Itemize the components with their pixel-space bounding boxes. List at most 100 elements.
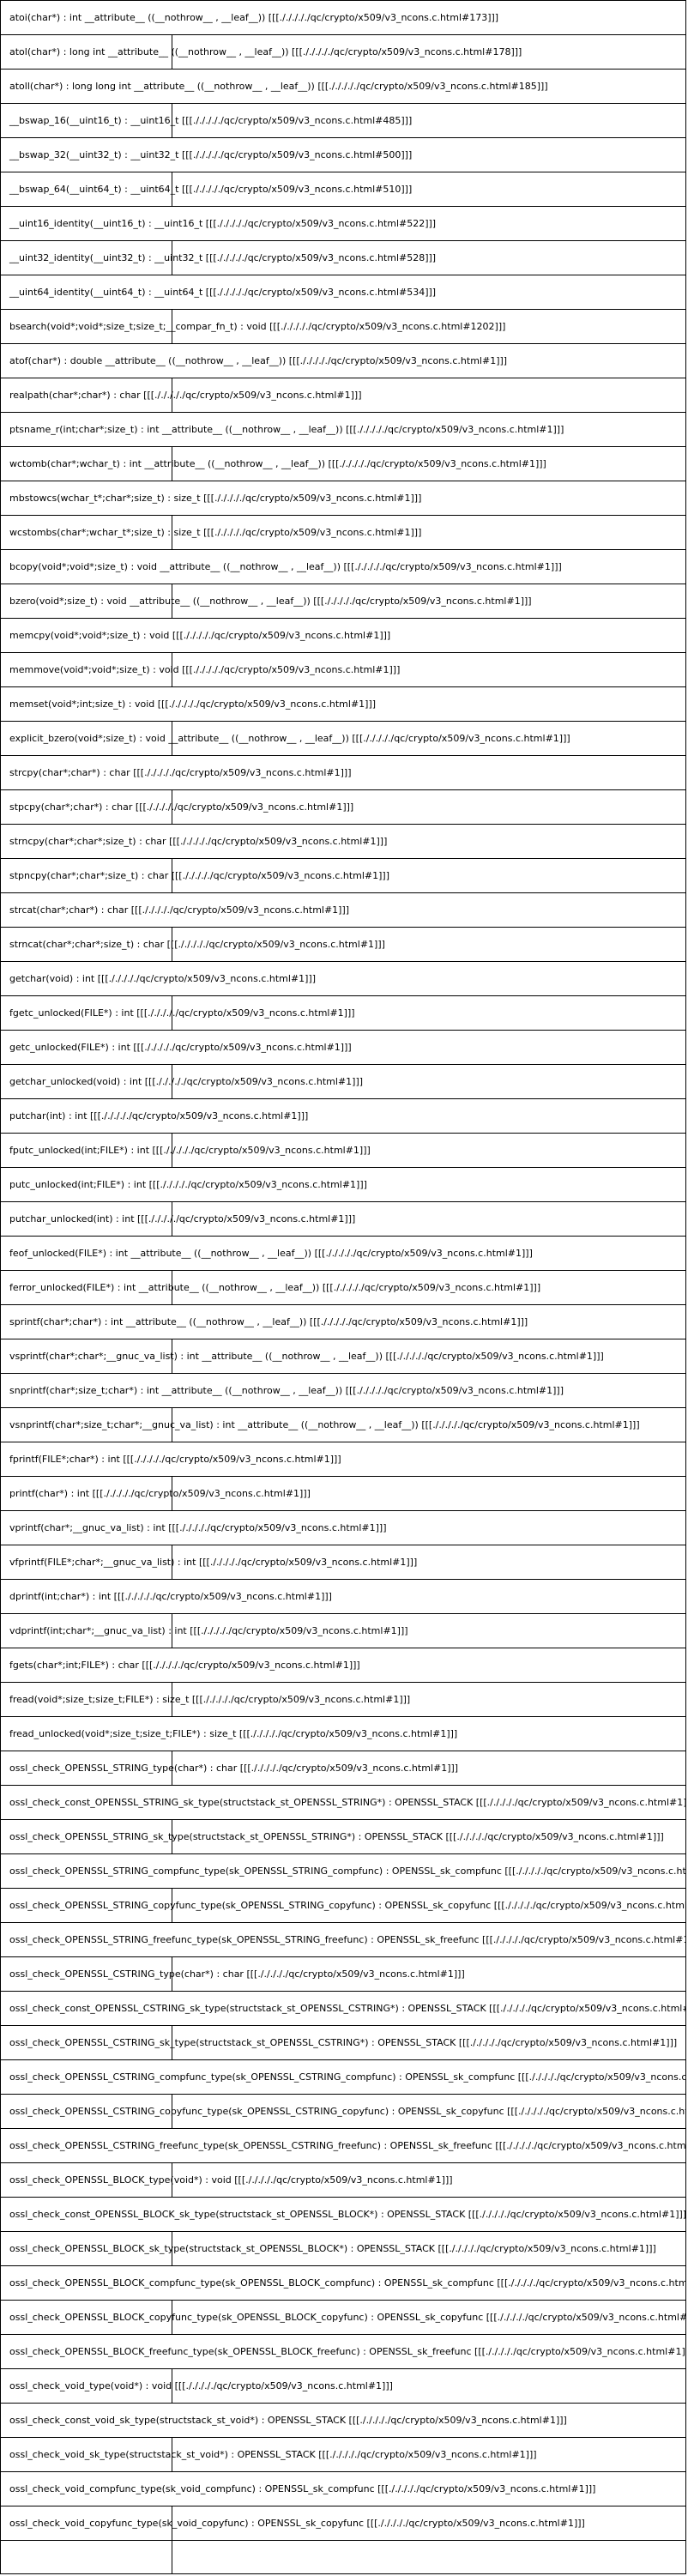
list-item[interactable]: ossl_check_OPENSSL_STRING_copyfunc_type(… — [1, 1889, 685, 1923]
list-item[interactable]: ossl_check_void_sk_type(structstack_st_v… — [1, 2438, 685, 2472]
list-item[interactable]: __uint16_identity(__uint16_t) : __uint16… — [1, 207, 685, 241]
list-item[interactable]: feof_unlocked(FILE*) : int __attribute__… — [1, 1237, 685, 1271]
function-signature: ossl_check_OPENSSL_BLOCK_sk_type(structs… — [9, 2242, 656, 2254]
list-item[interactable]: snprintf(char*;size_t;char*) : int __att… — [1, 1374, 685, 1408]
list-item[interactable]: ossl_check_OPENSSL_BLOCK_type(void*) : v… — [1, 2163, 685, 2198]
function-signature: ossl_check_OPENSSL_CSTRING_compfunc_type… — [9, 2071, 685, 2083]
function-signature: ossl_check_OPENSSL_CSTRING_copyfunc_type… — [9, 2105, 685, 2117]
list-item[interactable]: ossl_check_OPENSSL_BLOCK_compfunc_type(s… — [1, 2266, 685, 2301]
list-item[interactable]: bsearch(void*;void*;size_t;size_t;__comp… — [1, 310, 685, 344]
function-signature: vdprintf(int;char*;__gnuc_va_list) : int… — [9, 1624, 408, 1636]
list-item[interactable]: strncat(char*;char*;size_t) : char [[[./… — [1, 928, 685, 962]
function-signature: putchar_unlocked(int) : int [[[././././.… — [9, 1212, 356, 1225]
list-item[interactable]: ossl_check_OPENSSL_STRING_compfunc_type(… — [1, 1854, 685, 1889]
list-item[interactable]: realpath(char*;char*) : char [[[././././… — [1, 378, 685, 413]
function-signature: ossl_check_void_sk_type(structstack_st_v… — [9, 2448, 537, 2460]
list-item[interactable]: __bswap_16(__uint16_t) : __uint16_t [[[.… — [1, 104, 685, 138]
list-item[interactable]: ossl_check_void_copyfunc_type(sk_void_co… — [1, 2506, 685, 2541]
list-item[interactable]: dprintf(int;char*) : int [[[./././././qc… — [1, 1580, 685, 1614]
list-item[interactable]: ossl_check_OPENSSL_STRING_sk_type(struct… — [1, 1820, 685, 1854]
function-signature: ptsname_r(int;char*;size_t) : int __attr… — [9, 423, 564, 435]
list-item[interactable]: fputc_unlocked(int;FILE*) : int [[[././.… — [1, 1134, 685, 1168]
list-item[interactable]: memcpy(void*;void*;size_t) : void [[[./.… — [1, 619, 685, 653]
function-signature: strncat(char*;char*;size_t) : char [[[./… — [9, 938, 385, 950]
list-item[interactable]: getchar(void) : int [[[./././././qc/cryp… — [1, 962, 685, 996]
list-item[interactable]: __bswap_64(__uint64_t) : __uint64_t [[[.… — [1, 172, 685, 207]
function-signature: ossl_check_OPENSSL_STRING_copyfunc_type(… — [9, 1899, 685, 1911]
list-item[interactable]: memset(void*;int;size_t) : void [[[././.… — [1, 687, 685, 722]
list-item[interactable]: ossl_check_const_void_sk_type(structstac… — [1, 2404, 685, 2438]
list-item[interactable]: stpcpy(char*;char*) : char [[[./././././… — [1, 790, 685, 825]
list-item[interactable]: fprintf(FILE*;char*) : int [[[./././././… — [1, 1442, 685, 1477]
function-signature: stpcpy(char*;char*) : char [[[./././././… — [9, 801, 354, 813]
list-item[interactable]: fgetc_unlocked(FILE*) : int [[[././././.… — [1, 996, 685, 1031]
function-signature: ossl_check_OPENSSL_BLOCK_copyfunc_type(s… — [9, 2311, 685, 2323]
list-item[interactable]: __bswap_32(__uint32_t) : __uint32_t [[[.… — [1, 138, 685, 172]
list-item[interactable]: strcpy(char*;char*) : char [[[./././././… — [1, 756, 685, 790]
list-item[interactable]: __uint64_identity(__uint64_t) : __uint64… — [1, 275, 685, 310]
list-item[interactable]: vsprintf(char*;char*;__gnuc_va_list) : i… — [1, 1339, 685, 1374]
list-item[interactable]: ossl_check_OPENSSL_CSTRING_copyfunc_type… — [1, 2095, 685, 2129]
list-item[interactable]: sprintf(char*;char*) : int __attribute__… — [1, 1305, 685, 1339]
list-item[interactable]: atol(char*) : long int __attribute__ ((_… — [1, 35, 685, 70]
function-signature: __bswap_64(__uint64_t) : __uint64_t [[[.… — [9, 183, 413, 195]
function-signature: ossl_check_OPENSSL_BLOCK_freefunc_type(s… — [9, 2345, 685, 2357]
list-item[interactable]: atoi(char*) : int __attribute__ ((__noth… — [1, 1, 685, 35]
list-item[interactable]: printf(char*) : int [[[./././././qc/cryp… — [1, 1477, 685, 1511]
list-item[interactable]: memmove(void*;void*;size_t) : void [[[./… — [1, 653, 685, 687]
list-item[interactable]: stpncpy(char*;char*;size_t) : char [[[./… — [1, 859, 685, 893]
list-item[interactable]: ossl_check_const_OPENSSL_STRING_sk_type(… — [1, 1786, 685, 1820]
list-item[interactable]: ossl_check_OPENSSL_STRING_type(char*) : … — [1, 1751, 685, 1786]
list-item[interactable]: ossl_check_OPENSSL_CSTRING_compfunc_type… — [1, 2060, 685, 2095]
list-item[interactable]: putc_unlocked(int;FILE*) : int [[[./././… — [1, 1168, 685, 1202]
list-item[interactable]: atoll(char*) : long long int __attribute… — [1, 70, 685, 104]
list-item[interactable]: ossl_check_OPENSSL_CSTRING_type(char*) :… — [1, 1957, 685, 1992]
list-item[interactable]: vdprintf(int;char*;__gnuc_va_list) : int… — [1, 1614, 685, 1648]
list-item[interactable]: ossl_check_void_compfunc_type(sk_void_co… — [1, 2472, 685, 2506]
list-item[interactable]: ossl_check_OPENSSL_BLOCK_sk_type(structs… — [1, 2232, 685, 2266]
list-item[interactable]: putchar(int) : int [[[./././././qc/crypt… — [1, 1099, 685, 1134]
list-item[interactable]: ptsname_r(int;char*;size_t) : int __attr… — [1, 413, 685, 447]
list-item[interactable]: ossl_check_OPENSSL_BLOCK_copyfunc_type(s… — [1, 2301, 685, 2335]
list-item[interactable]: explicit_bzero(void*;size_t) : void __at… — [1, 722, 685, 756]
list-item[interactable]: bcopy(void*;void*;size_t) : void __attri… — [1, 550, 685, 584]
function-signature: mbstowcs(wchar_t*;char*;size_t) : size_t… — [9, 492, 422, 504]
list-item[interactable]: vsnprintf(char*;size_t;char*;__gnuc_va_l… — [1, 1408, 685, 1442]
list-item[interactable]: vfprintf(FILE*;char*;__gnuc_va_list) : i… — [1, 1545, 685, 1580]
list-item[interactable]: ossl_check_OPENSSL_CSTRING_freefunc_type… — [1, 2129, 685, 2163]
list-item[interactable]: getc_unlocked(FILE*) : int [[[./././././… — [1, 1031, 685, 1065]
list-item[interactable]: fgets(char*;int;FILE*) : char [[[./././.… — [1, 1648, 685, 1683]
list-item[interactable]: vprintf(char*;__gnuc_va_list) : int [[[.… — [1, 1511, 685, 1545]
list-item[interactable]: mbstowcs(wchar_t*;char*;size_t) : size_t… — [1, 481, 685, 516]
list-item[interactable]: __uint32_identity(__uint32_t) : __uint32… — [1, 241, 685, 275]
function-signature: wctomb(char*;wchar_t) : int __attribute_… — [9, 457, 546, 469]
list-item[interactable]: ossl_check_const_OPENSSL_BLOCK_sk_type(s… — [1, 2198, 685, 2232]
function-signature: getchar_unlocked(void) : int [[[././././… — [9, 1075, 364, 1087]
list-item[interactable]: fread(void*;size_t;size_t;FILE*) : size_… — [1, 1683, 685, 1717]
function-signature: ossl_check_OPENSSL_CSTRING_sk_type(struc… — [9, 2036, 678, 2048]
function-signature: ossl_check_void_compfunc_type(sk_void_co… — [9, 2482, 596, 2494]
list-item[interactable]: wcstombs(char*;wchar_t*;size_t) : size_t… — [1, 516, 685, 550]
function-signature: __uint32_identity(__uint32_t) : __uint32… — [9, 251, 437, 263]
list-item[interactable]: putchar_unlocked(int) : int [[[././././.… — [1, 1202, 685, 1237]
list-item[interactable]: ossl_check_const_OPENSSL_CSTRING_sk_type… — [1, 1992, 685, 2026]
function-signature: ossl_check_const_OPENSSL_CSTRING_sk_type… — [9, 2002, 685, 2014]
list-item[interactable]: strcat(char*;char*) : char [[[./././././… — [1, 893, 685, 928]
list-item[interactable]: wctomb(char*;wchar_t) : int __attribute_… — [1, 447, 685, 481]
function-signature: ossl_check_const_OPENSSL_STRING_sk_type(… — [9, 1796, 685, 1808]
list-item[interactable]: ossl_check_void_type(void*) : void [[[./… — [1, 2369, 685, 2404]
list-item[interactable]: ferror_unlocked(FILE*) : int __attribute… — [1, 1271, 685, 1305]
list-item[interactable]: fread_unlocked(void*;size_t;size_t;FILE*… — [1, 1717, 685, 1751]
list-item[interactable]: strncpy(char*;char*;size_t) : char [[[./… — [1, 825, 685, 859]
list-item[interactable]: getchar_unlocked(void) : int [[[././././… — [1, 1065, 685, 1099]
function-signature: vprintf(char*;__gnuc_va_list) : int [[[.… — [9, 1521, 387, 1533]
function-signature: explicit_bzero(void*;size_t) : void __at… — [9, 732, 570, 744]
function-signature: ossl_check_OPENSSL_CSTRING_freefunc_type… — [9, 2139, 685, 2151]
list-item[interactable]: ossl_check_OPENSSL_STRING_freefunc_type(… — [1, 1923, 685, 1957]
list-item[interactable]: bzero(void*;size_t) : void __attribute__… — [1, 584, 685, 619]
function-signature: ossl_check_void_type(void*) : void [[[./… — [9, 2379, 393, 2392]
list-item[interactable]: ossl_check_OPENSSL_BLOCK_freefunc_type(s… — [1, 2335, 685, 2369]
list-item[interactable]: atof(char*) : double __attribute__ ((__n… — [1, 344, 685, 378]
list-item[interactable]: ossl_check_OPENSSL_CSTRING_sk_type(struc… — [1, 2026, 685, 2060]
